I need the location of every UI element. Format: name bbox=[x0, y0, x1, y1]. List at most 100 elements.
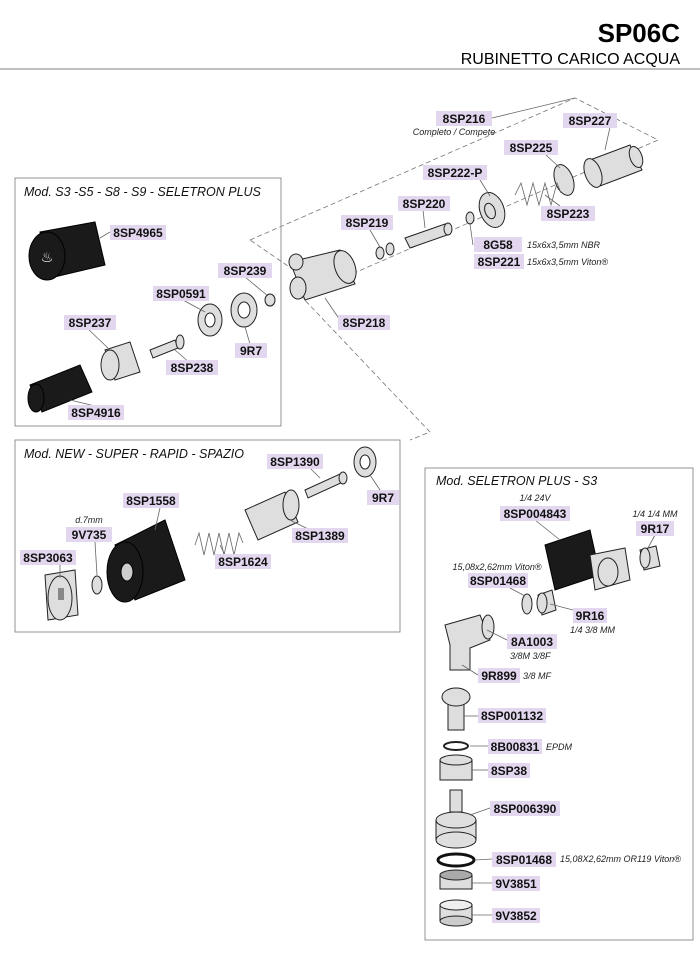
section-title-new: Mod. NEW - SUPER - RAPID - SPAZIO bbox=[24, 447, 244, 461]
oring-8sp01468-a bbox=[521, 593, 533, 615]
svg-text:8SP219: 8SP219 bbox=[346, 216, 389, 230]
leader-8sp225 bbox=[544, 153, 561, 169]
label-9r7-b[interactable]: 9R7 bbox=[367, 490, 399, 505]
label-8g58[interactable]: 8G58 bbox=[474, 237, 522, 252]
note-9v735: d.7mm bbox=[75, 515, 103, 525]
svg-text:8SP4916: 8SP4916 bbox=[71, 406, 121, 420]
label-8sp1390[interactable]: 8SP1390 bbox=[267, 454, 323, 469]
label-8sp4916[interactable]: 8SP4916 bbox=[68, 405, 124, 420]
label-8sp001132[interactable]: 8SP001132 bbox=[478, 708, 546, 723]
section-title-s3: Mod. S3 -S5 - S8 - S9 - SELETRON PLUS bbox=[24, 185, 262, 199]
label-9r7-a[interactable]: 9R7 bbox=[235, 343, 267, 358]
svg-text:8SP238: 8SP238 bbox=[171, 361, 214, 375]
svg-text:8SP1624: 8SP1624 bbox=[218, 555, 268, 569]
group-link-dash bbox=[299, 294, 431, 441]
leader-8sp222p bbox=[479, 179, 491, 197]
elbow-8a1003 bbox=[444, 614, 495, 671]
svg-text:9R899: 9R899 bbox=[481, 669, 517, 683]
stem-8sp220 bbox=[404, 222, 453, 249]
oring-9v735 bbox=[91, 575, 103, 595]
label-9r16[interactable]: 9R16 bbox=[573, 608, 607, 623]
label-9r899[interactable]: 9R899 bbox=[478, 668, 520, 683]
nut-8sp38 bbox=[439, 754, 473, 781]
leader-8sp227 bbox=[604, 126, 611, 151]
label-8sp01468-a[interactable]: 8SP01468 bbox=[468, 573, 528, 588]
label-8sp227[interactable]: 8SP227 bbox=[563, 113, 617, 128]
leader-9r7-b bbox=[369, 474, 381, 491]
svg-text:9R7: 9R7 bbox=[240, 344, 262, 358]
svg-text:8SP01468: 8SP01468 bbox=[470, 574, 526, 588]
nut-9r7-b bbox=[353, 446, 377, 478]
note-9r16: 1/4 3/8 MM bbox=[570, 625, 616, 635]
svg-text:8SP1389: 8SP1389 bbox=[295, 529, 345, 543]
pin-8sp238 bbox=[149, 334, 185, 359]
leader-8sp01468-a bbox=[509, 587, 526, 597]
label-8sp221[interactable]: 8SP221 bbox=[474, 254, 524, 269]
note-8sp004843: 1/4 24V bbox=[519, 493, 551, 503]
label-9v735[interactable]: 9V735 bbox=[66, 527, 112, 542]
aerator-9v3851 bbox=[439, 869, 473, 890]
svg-text:8SP006390: 8SP006390 bbox=[494, 802, 557, 816]
svg-text:8SP1390: 8SP1390 bbox=[270, 455, 320, 469]
section-box-seletron bbox=[424, 467, 694, 941]
leader-8g58 bbox=[469, 223, 474, 246]
cup-8sp222p bbox=[478, 192, 506, 228]
label-8sp4965[interactable]: 8SP4965 bbox=[110, 225, 166, 240]
svg-text:8SP01468: 8SP01468 bbox=[496, 853, 552, 867]
svg-text:8SP4965: 8SP4965 bbox=[113, 226, 163, 240]
oring-8sp01468-b bbox=[436, 852, 476, 868]
fitting-9r17 bbox=[639, 545, 661, 571]
label-8sp01468-b[interactable]: 8SP01468 bbox=[492, 852, 556, 867]
label-9v3851[interactable]: 9V3851 bbox=[492, 876, 540, 891]
faucet-body bbox=[288, 249, 357, 301]
label-8sp238[interactable]: 8SP238 bbox=[166, 360, 218, 375]
sleeve-8sp4916 bbox=[27, 364, 93, 413]
label-8sp38[interactable]: 8SP38 bbox=[488, 763, 530, 778]
label-8sp218[interactable]: 8SP218 bbox=[338, 315, 390, 330]
label-8sp004843[interactable]: 8SP004843 bbox=[500, 506, 570, 521]
label-8sp006390[interactable]: 8SP006390 bbox=[490, 801, 560, 816]
svg-text:8SP1558: 8SP1558 bbox=[126, 494, 176, 508]
bushing-8sp237 bbox=[100, 341, 141, 381]
label-8sp239[interactable]: 8SP239 bbox=[218, 263, 272, 278]
svg-text:8SP3063: 8SP3063 bbox=[23, 551, 73, 565]
svg-text:8SP222-P: 8SP222-P bbox=[428, 166, 483, 180]
label-8sp223[interactable]: 8SP223 bbox=[541, 206, 595, 221]
svg-text:8B00831: 8B00831 bbox=[491, 740, 540, 754]
oring-8sp219-b bbox=[385, 242, 395, 256]
label-8sp0591[interactable]: 8SP0591 bbox=[153, 286, 209, 301]
label-8sp216[interactable]: 8SP216 bbox=[436, 111, 492, 126]
label-8sp1558[interactable]: 8SP1558 bbox=[123, 493, 179, 508]
svg-text:8SP220: 8SP220 bbox=[403, 197, 446, 211]
label-8sp1389[interactable]: 8SP1389 bbox=[292, 528, 348, 543]
leader-8sp0591 bbox=[182, 299, 206, 313]
washer-8g58 bbox=[465, 211, 475, 225]
label-8sp220[interactable]: 8SP220 bbox=[398, 196, 450, 211]
leader-8sp220 bbox=[422, 209, 426, 229]
label-8sp222p[interactable]: 8SP222-P bbox=[423, 165, 487, 180]
label-8sp3063[interactable]: 8SP3063 bbox=[20, 550, 76, 565]
svg-text:8SP225: 8SP225 bbox=[510, 141, 553, 155]
note-8sp216: Completo / Compete bbox=[413, 127, 496, 137]
leader-8sp223 bbox=[544, 194, 561, 207]
seal-8b00831 bbox=[443, 741, 469, 751]
label-9r17[interactable]: 9R17 bbox=[636, 521, 674, 536]
leader-8sp006390 bbox=[469, 807, 491, 816]
label-8sp225[interactable]: 8SP225 bbox=[504, 140, 558, 155]
label-8a1003[interactable]: 8A1003 bbox=[507, 634, 557, 649]
fitting-8sp227 bbox=[583, 144, 644, 188]
section-box-new bbox=[14, 439, 401, 633]
leader-8sp219 bbox=[369, 229, 381, 248]
svg-text:8SP0591: 8SP0591 bbox=[156, 287, 206, 301]
label-9v3852[interactable]: 9V3852 bbox=[492, 908, 540, 923]
label-8sp237[interactable]: 8SP237 bbox=[64, 315, 116, 330]
svg-text:9R17: 9R17 bbox=[641, 522, 670, 536]
ball-8sp239 bbox=[264, 293, 276, 307]
label-8sp219[interactable]: 8SP219 bbox=[341, 215, 393, 230]
svg-text:8SP223: 8SP223 bbox=[547, 207, 590, 221]
label-8b00831[interactable]: 8B00831 bbox=[488, 739, 542, 754]
svg-text:8SP004843: 8SP004843 bbox=[504, 507, 567, 521]
label-8sp1624[interactable]: 8SP1624 bbox=[215, 554, 271, 569]
leader-8sp239 bbox=[244, 276, 269, 297]
